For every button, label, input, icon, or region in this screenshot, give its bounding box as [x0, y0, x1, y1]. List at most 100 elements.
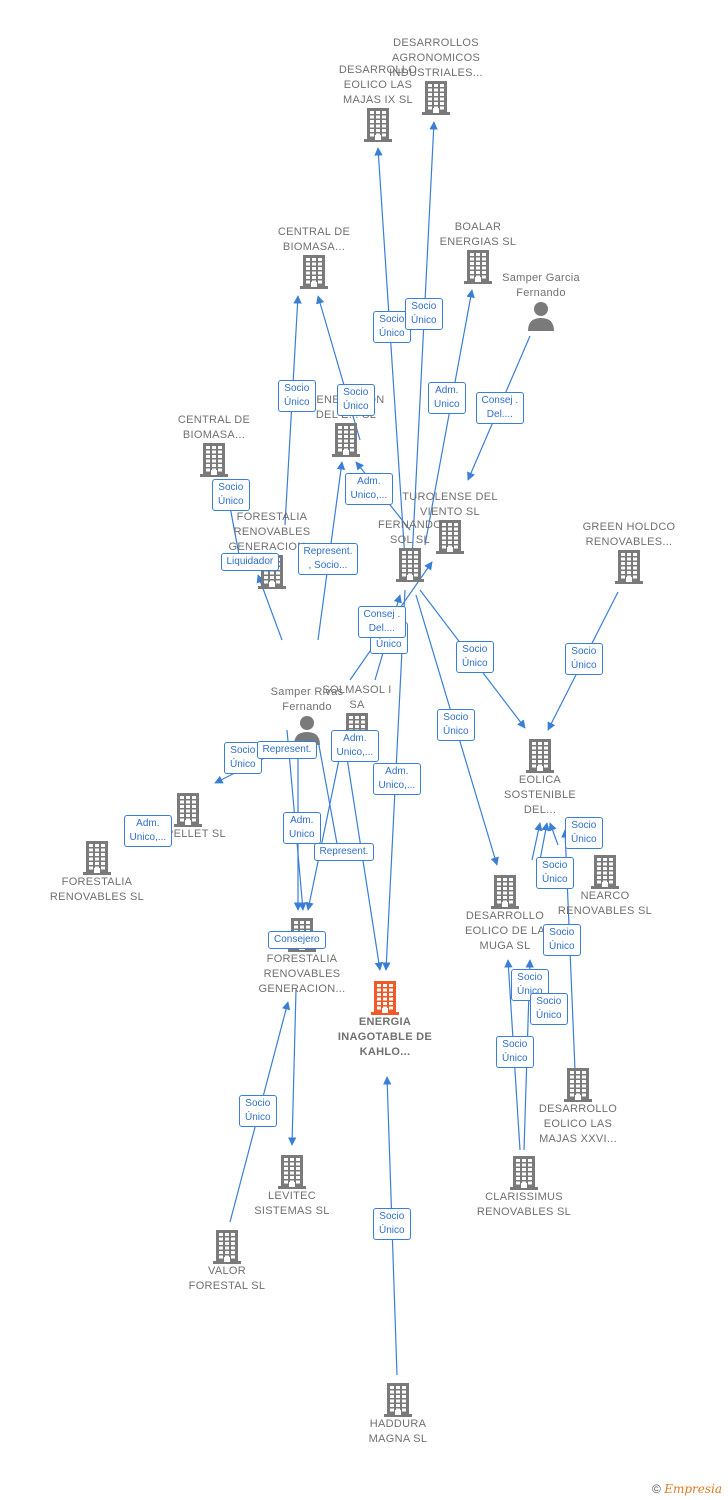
node-eolica-sostenible[interactable]: EOLICA SOSTENIBLE DEL...	[490, 739, 590, 818]
building-icon	[491, 875, 519, 909]
building-icon	[332, 423, 360, 457]
building-icon	[384, 1383, 412, 1417]
relation-edge	[424, 289, 475, 546]
node-label: BOALAR ENERGIAS SL	[439, 221, 517, 248]
node-label: Samper Garcia Fernando	[502, 272, 580, 299]
copyright: © Empresia	[652, 1482, 722, 1496]
node-label: FERNANDO SOL SL	[377, 519, 443, 546]
relation-edge	[305, 754, 341, 911]
node-green-holdco[interactable]: GREEN HOLDCO RENOVABLES...	[579, 520, 679, 584]
building-icon	[422, 81, 450, 115]
building-icon	[300, 255, 328, 289]
relation-label[interactable]: Adm.Unico,...	[330, 730, 380, 762]
node-label: EOLICA SOSTENIBLE DEL...	[503, 774, 577, 816]
node-fernando-sol[interactable]: FERNANDO SOL SL	[365, 518, 455, 582]
relation-label[interactable]: Adm.Unico	[283, 812, 321, 844]
relation-label[interactable]: Represent.	[256, 741, 318, 759]
node-label: CENTRAL DE BIOMASA...	[277, 226, 351, 253]
node-nearco[interactable]: NEARCO RENOVABLES SL	[555, 855, 655, 919]
building-icon	[436, 520, 464, 554]
relation-edge	[531, 822, 543, 861]
node-label: HADDURA MAGNA SL	[368, 1418, 428, 1445]
copyright-symbol: ©	[652, 1482, 661, 1496]
relation-edge	[316, 295, 361, 441]
building-icon	[615, 550, 643, 584]
relation-edge	[548, 822, 559, 846]
building-icon	[278, 1155, 306, 1189]
building-icon	[526, 739, 554, 773]
relation-label[interactable]: Adm.Unico	[428, 382, 466, 414]
node-label: CLARISSIMUS RENOVABLES SL	[476, 1191, 572, 1218]
node-valor-forestal[interactable]: VALOR FORESTAL SL	[177, 1230, 277, 1294]
node-label: TUROLENSE DEL VIENTO SL	[402, 491, 498, 518]
node-label: DESARROLLO EOLICO DE LA MUGA SL	[464, 910, 545, 952]
node-haddura[interactable]: HADDURA MAGNA SL	[348, 1383, 448, 1447]
relation-edge	[539, 822, 550, 861]
building-icon	[364, 108, 392, 142]
building-icon	[591, 855, 619, 889]
node-label: FORESTALIA RENOVABLES GENERACION...	[258, 953, 346, 995]
relation-label[interactable]: Adm.Unico,...	[372, 763, 422, 795]
node-desarrollos-agro[interactable]: DESARROLLOS AGRONOMICOS INDUSTRIALES...	[386, 36, 486, 115]
node-label: FORESTALIA RENOVABLES SL	[49, 876, 145, 903]
relation-label[interactable]: Liquidador	[220, 553, 280, 571]
node-label: FORESTALIA RENOVABLES GENERACION...	[228, 511, 316, 553]
node-des-majas-ix[interactable]: DESARROLLO EOLICO LAS MAJAS IX SL	[333, 63, 423, 142]
node-label: DESARROLLO EOLICO LAS MAJAS IX SL	[338, 64, 418, 106]
relation-edge	[411, 121, 438, 561]
person-icon	[528, 302, 554, 331]
relation-edge	[317, 739, 343, 861]
node-label: CENTRAL DE BIOMASA...	[177, 414, 251, 441]
building-icon	[564, 1068, 592, 1102]
relation-label[interactable]: Represent., Socio...	[297, 543, 359, 575]
relation-label[interactable]: Consej .Del....	[357, 606, 407, 638]
building-icon	[396, 548, 424, 582]
node-central-bio1[interactable]: CENTRAL DE BIOMASA...	[274, 225, 354, 289]
relation-label[interactable]: Consejero	[268, 931, 326, 949]
node-central-bio2[interactable]: CENTRAL DE BIOMASA...	[174, 413, 254, 477]
node-label: SOLMASOL I SA	[322, 684, 392, 711]
relation-label[interactable]: Represent.	[313, 843, 375, 861]
node-des-majas-xxvi[interactable]: DESARROLLO EOLICO LAS MAJAS XXVI...	[528, 1068, 628, 1147]
node-label: Samper Rivas Fernando	[270, 686, 344, 713]
relation-label[interactable]: Consej .Del....	[475, 392, 525, 424]
relation-label[interactable]: Adm.Unico,...	[344, 473, 394, 505]
building-icon	[174, 793, 202, 827]
node-energia[interactable]: ENERGIA INAGOTABLE DE KAHLO...	[330, 981, 440, 1060]
node-label: NEARCO RENOVABLES SL	[557, 890, 653, 917]
relation-edge	[287, 989, 297, 1146]
brand-name[interactable]: Empresia	[664, 1482, 722, 1496]
node-label: VALOR FORESTAL SL	[188, 1265, 266, 1292]
node-des-muga[interactable]: DESARROLLO EOLICO DE LA MUGA SL	[455, 875, 555, 954]
building-icon	[213, 1230, 241, 1264]
node-samper-rivas[interactable]: Samper Rivas Fernando	[267, 685, 347, 745]
relation-edge	[374, 147, 406, 561]
node-clarissimus[interactable]: CLARISSIMUS RENOVABLES SL	[474, 1156, 574, 1220]
node-label: GREEN HOLDCO RENOVABLES...	[582, 521, 676, 548]
node-label: DESARROLLO EOLICO LAS MAJAS XXVI...	[538, 1103, 618, 1145]
node-label: DESARROLLOS AGRONOMICOS INDUSTRIALES...	[389, 37, 483, 79]
node-turolense[interactable]: TUROLENSE DEL VIENTO SL	[400, 490, 500, 554]
node-boalar[interactable]: BOALAR ENERGIAS SL	[428, 220, 528, 284]
node-forestalia-ren[interactable]: FORESTALIA RENOVABLES SL	[47, 841, 147, 905]
node-levitec[interactable]: LEVITEC SISTEMAS SL	[242, 1155, 342, 1219]
node-samper-garcia[interactable]: Samper Garcia Fernando	[501, 271, 581, 331]
relation-label[interactable]: Adm.Unico,...	[123, 815, 173, 847]
